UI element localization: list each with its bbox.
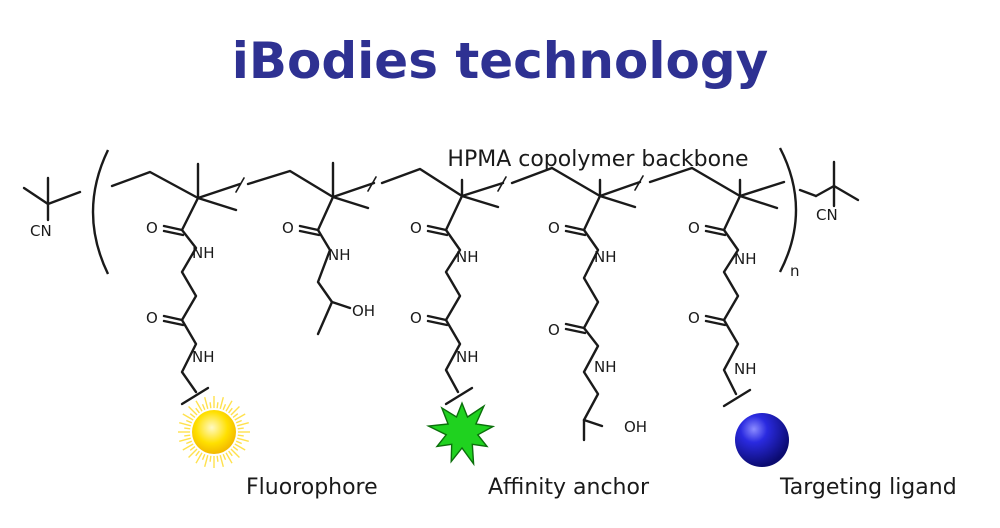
sun-ray	[186, 419, 193, 424]
sun-ray	[195, 407, 200, 414]
sun-ray	[235, 419, 242, 424]
sun-ray	[225, 452, 233, 464]
star-icon	[426, 401, 496, 467]
atom-o: O	[688, 219, 700, 237]
sun-ray	[182, 413, 194, 421]
sun-ray	[195, 450, 200, 457]
sun-ray	[234, 443, 246, 451]
sun-ray	[186, 440, 193, 445]
atom-o: O	[146, 309, 158, 327]
sun-ray	[225, 400, 233, 412]
repeat-bracket-right	[778, 147, 798, 273]
end-group-right	[798, 160, 860, 208]
sun-ray	[222, 404, 227, 411]
sun-ray	[230, 406, 240, 416]
sun-ray	[204, 397, 209, 409]
atom-oh: OH	[624, 418, 647, 436]
atom-oh: OH	[352, 302, 375, 320]
sun-ray	[234, 413, 246, 421]
sun-ray	[237, 422, 249, 427]
block-separators	[235, 175, 644, 193]
sun-ray	[237, 437, 249, 442]
sun-ray	[189, 413, 196, 418]
atom-nh: NH	[456, 248, 479, 266]
sun-ray	[201, 404, 206, 411]
sun-ray	[204, 455, 209, 467]
atom-o: O	[548, 321, 560, 339]
sun-ray	[237, 427, 244, 430]
attachment-marks	[180, 386, 752, 408]
atom-nh: NH	[328, 246, 351, 264]
sun-ray	[216, 455, 219, 462]
backbone-chain	[110, 166, 786, 200]
atom-nh: NH	[456, 348, 479, 366]
atom-nh: NH	[594, 358, 617, 376]
label-targeting-ligand: Targeting ligand	[779, 475, 957, 500]
sun-ray	[184, 434, 191, 437]
sun-ray	[228, 450, 233, 457]
sun-ray	[232, 446, 239, 451]
atom-nh: NH	[594, 248, 617, 266]
label-fluorophore: Fluorophore	[246, 475, 378, 500]
sun-ray	[179, 437, 191, 442]
end-group-right-label: CN	[816, 206, 838, 224]
atom-o: O	[548, 219, 560, 237]
repeat-bracket-left	[91, 149, 110, 275]
sun-ray	[209, 402, 212, 409]
sun-ray	[219, 455, 224, 467]
sun-ray	[228, 407, 233, 414]
sun-ray	[209, 455, 212, 462]
atom-o: O	[688, 309, 700, 327]
atom-nh: NH	[192, 244, 215, 262]
sun-ray	[195, 452, 203, 464]
side-chain-bonds	[162, 194, 742, 442]
page-title: iBodies technology	[232, 32, 768, 90]
sun-ray	[179, 422, 191, 427]
sun-ray	[201, 453, 206, 460]
repeat-subscript: n	[790, 262, 800, 280]
end-group-left	[22, 176, 82, 222]
sun-ray	[222, 453, 227, 460]
sun-ray	[230, 448, 240, 458]
sun-ray	[237, 434, 244, 437]
atom-nh: NH	[734, 360, 757, 378]
sphere-icon	[735, 413, 789, 467]
label-affinity-anchor: Affinity anchor	[488, 475, 650, 500]
sun-ray	[235, 440, 242, 445]
atom-o: O	[146, 219, 158, 237]
atom-labels: O NH O NH O NH OH O NH O NH O NH O NH OH…	[146, 219, 757, 436]
sun-ray	[184, 427, 191, 430]
sun-ray	[189, 446, 196, 451]
methyl-groups	[196, 161, 779, 212]
sun-ray	[195, 400, 203, 412]
sun-ray	[182, 443, 194, 451]
atom-o: O	[410, 309, 422, 327]
sun-burst-icon	[178, 396, 250, 468]
sun-ray	[188, 406, 198, 416]
atom-o: O	[410, 219, 422, 237]
end-group-left-label: CN	[30, 222, 52, 240]
atom-nh: NH	[734, 250, 757, 268]
sun-ray	[188, 448, 198, 458]
sun-ray	[232, 413, 239, 418]
sun-ray	[216, 402, 219, 409]
atom-o: O	[282, 219, 294, 237]
atom-nh: NH	[192, 348, 215, 366]
backbone-label: HPMA copolymer backbone	[447, 147, 748, 172]
sun-ray	[219, 397, 224, 409]
